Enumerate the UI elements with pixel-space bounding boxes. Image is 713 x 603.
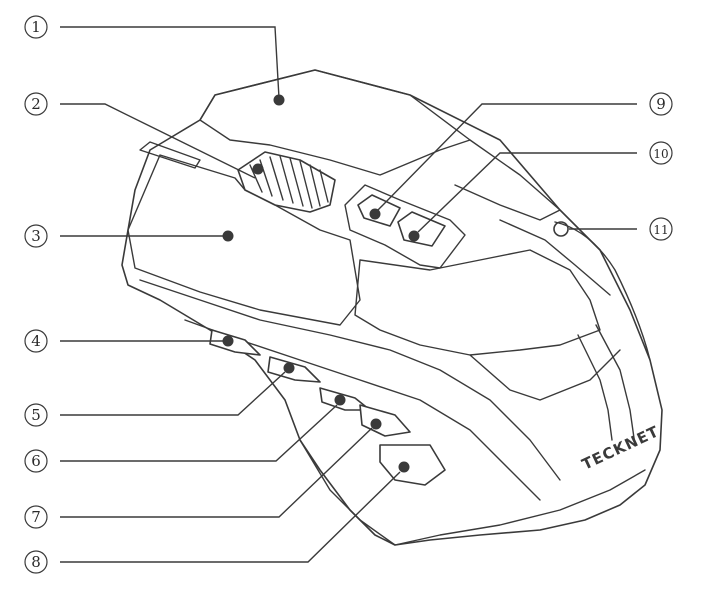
callout-9-number: 9 [656, 95, 666, 113]
dpi-button-panel [344, 184, 466, 269]
side-button-4 [359, 404, 411, 437]
callout-5-number: 5 [31, 406, 41, 424]
mouse-illustration [121, 69, 663, 546]
cable-guard [554, 221, 651, 361]
callout-1-number: 1 [31, 18, 41, 36]
right-panel-2 [499, 219, 611, 296]
callout-8: 8 [24, 461, 410, 574]
callout-10-number: 10 [653, 147, 668, 161]
right-rib-2 [595, 324, 636, 446]
callout-6: 6 [24, 394, 346, 473]
callout-9: 9 [369, 92, 673, 220]
callout-6-number: 6 [31, 452, 41, 470]
callout-5: 5 [24, 362, 295, 427]
callout-4: 4 [24, 329, 234, 353]
callout-7: 7 [24, 418, 382, 529]
callout-3: 3 [24, 224, 234, 248]
callout-10: 10 [408, 141, 673, 242]
callout-8-number: 8 [31, 553, 41, 571]
callout-7-number: 7 [31, 508, 41, 526]
callout-2: 2 [24, 92, 264, 179]
right-rib [577, 334, 613, 441]
callout-2-number: 2 [31, 95, 41, 113]
side-lower [184, 319, 541, 501]
cable-stub [139, 141, 201, 169]
top-shell [127, 154, 361, 326]
callout-3-number: 3 [31, 227, 41, 245]
left-button [199, 69, 471, 176]
base-edge [299, 439, 646, 546]
callout-11: 11 [569, 217, 673, 241]
callout-11-number: 11 [653, 223, 668, 237]
side-grip [139, 279, 561, 481]
callout-4-number: 4 [31, 332, 41, 350]
callout-1: 1 [24, 15, 285, 106]
right-button-edge [454, 139, 561, 221]
right-panel-3 [469, 349, 621, 401]
